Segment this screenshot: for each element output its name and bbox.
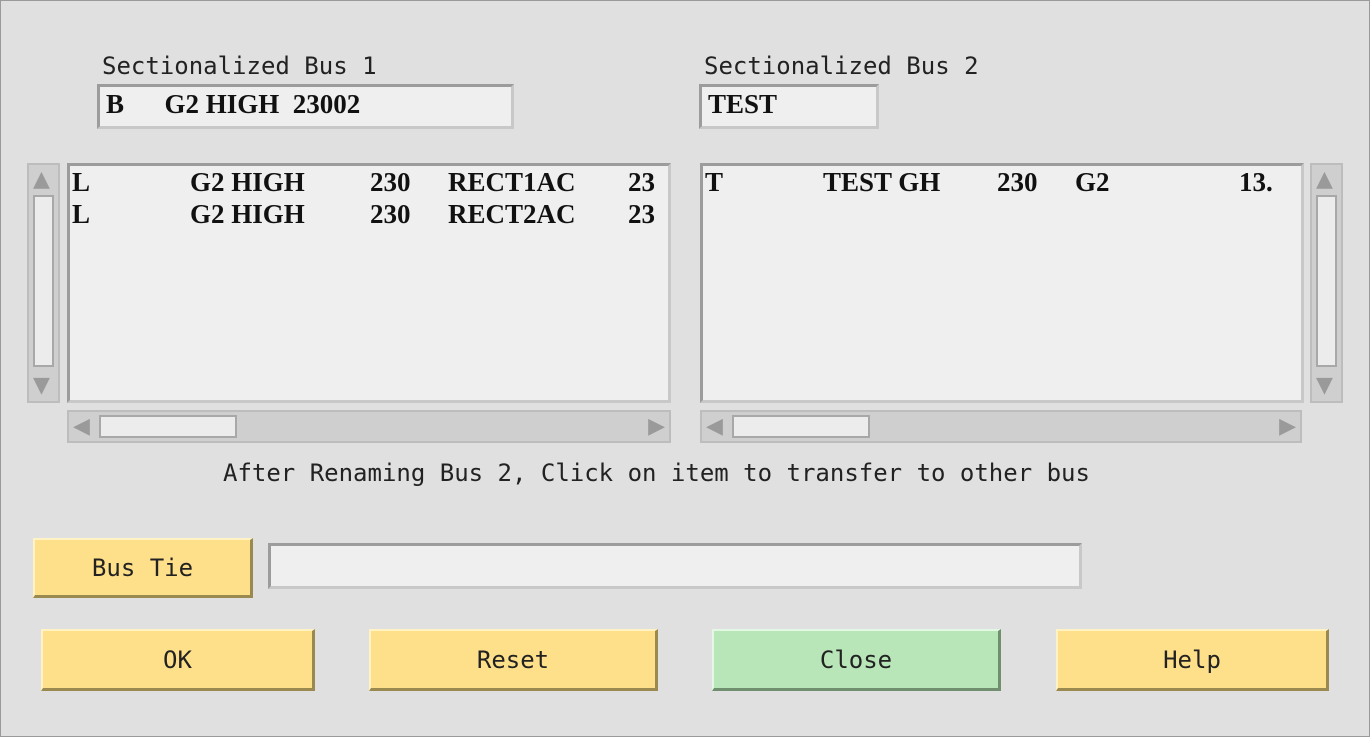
bus1-vscroll-thumb[interactable] [33, 195, 54, 367]
branch-from-bus: G2 HIGH [190, 199, 305, 229]
branch-kv: 230 [370, 199, 411, 229]
bus-tie-button[interactable]: Bus Tie [33, 538, 253, 598]
list-item[interactable]: T TEST GH 230 G2 13. [703, 166, 1301, 198]
branch-type: T [705, 167, 724, 197]
scroll-down-arrow-icon[interactable]: ▼ [33, 373, 50, 398]
bus1-vertical-scrollbar[interactable]: ▲ ▼ [27, 163, 60, 403]
branch-to-bus: RECT2AC [448, 199, 576, 229]
scroll-left-arrow-icon[interactable]: ◀ [706, 414, 723, 439]
branch-type: L [72, 199, 91, 229]
scroll-right-arrow-icon[interactable]: ▶ [1279, 414, 1296, 439]
bus2-hscroll-thumb[interactable] [732, 415, 870, 438]
bus1-hscroll-thumb[interactable] [99, 415, 237, 438]
bus-tie-field[interactable] [268, 543, 1082, 589]
help-button[interactable]: Help [1056, 629, 1329, 691]
branch-tail: 13. [1239, 167, 1273, 197]
close-button[interactable]: Close [712, 629, 1001, 691]
branch-kv: 230 [370, 167, 411, 197]
bus1-horizontal-scrollbar[interactable]: ◀ ▶ [67, 410, 671, 443]
list-item[interactable]: L G2 HIGH 230 RECT2AC 23 [70, 198, 668, 230]
scroll-down-arrow-icon[interactable]: ▼ [1316, 373, 1333, 398]
bus2-vertical-scrollbar[interactable]: ▲ ▼ [1310, 163, 1343, 403]
ok-button[interactable]: OK [41, 629, 315, 691]
bus1-label: Sectionalized Bus 1 [102, 52, 377, 80]
scroll-right-arrow-icon[interactable]: ▶ [648, 414, 665, 439]
branch-to-bus: RECT1AC [448, 167, 576, 197]
bus1-branch-list[interactable]: L G2 HIGH 230 RECT1AC 23 L G2 HIGH 230 R… [67, 163, 671, 403]
list-item[interactable]: L G2 HIGH 230 RECT1AC 23 [70, 166, 668, 198]
bus2-horizontal-scrollbar[interactable]: ◀ ▶ [700, 410, 1302, 443]
branch-from-bus: TEST GH [823, 167, 941, 197]
bus2-name-field[interactable]: TEST [699, 84, 879, 129]
bus2-vscroll-thumb[interactable] [1316, 195, 1337, 367]
scroll-up-arrow-icon[interactable]: ▲ [1316, 167, 1333, 192]
bus2-label: Sectionalized Bus 2 [704, 52, 979, 80]
instruction-text: After Renaming Bus 2, Click on item to t… [223, 459, 1090, 487]
scroll-left-arrow-icon[interactable]: ◀ [73, 414, 90, 439]
branch-type: L [72, 167, 91, 197]
branch-from-bus: G2 HIGH [190, 167, 305, 197]
bus1-name-field[interactable]: B G2 HIGH 23002 [97, 84, 514, 129]
bus2-branch-list[interactable]: T TEST GH 230 G2 13. [700, 163, 1304, 403]
branch-kv: 230 [997, 167, 1038, 197]
scroll-up-arrow-icon[interactable]: ▲ [33, 167, 50, 192]
reset-button[interactable]: Reset [369, 629, 658, 691]
branch-to-bus: G2 [1075, 167, 1110, 197]
branch-tail: 23 [628, 167, 655, 197]
branch-tail: 23 [628, 199, 655, 229]
